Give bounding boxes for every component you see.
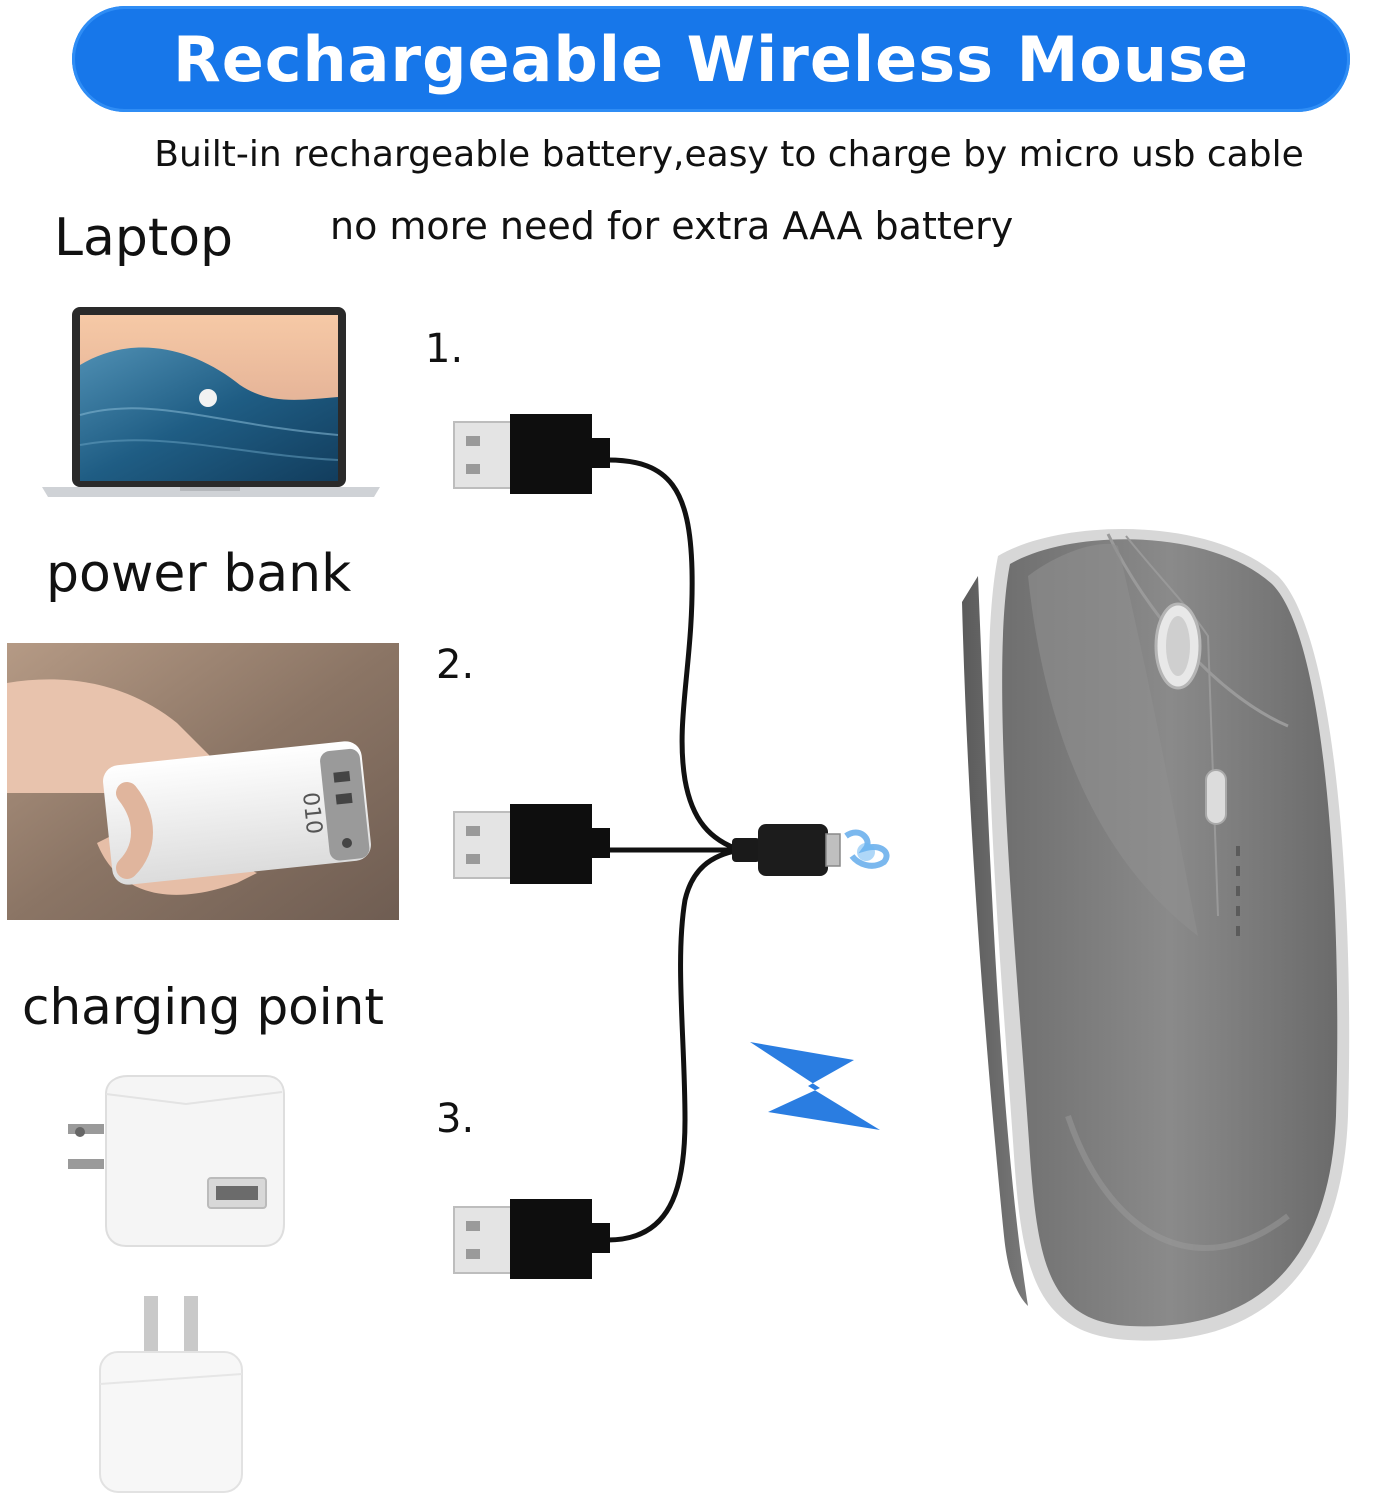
banner-title: Rechargeable Wireless Mouse xyxy=(173,22,1249,96)
description-line-2: no more need for extra AAA battery xyxy=(330,204,1014,248)
title-banner: Rechargeable Wireless Mouse xyxy=(72,6,1350,112)
charging-point-label: charging point xyxy=(22,978,384,1036)
power-bank-display: 010 xyxy=(297,791,326,835)
scroll-wheel xyxy=(1154,602,1202,690)
description-line-1: Built-in rechargeable battery,easy to ch… xyxy=(154,134,1304,175)
power-bank-label: power bank xyxy=(46,544,352,604)
laptop-label: Laptop xyxy=(54,208,234,268)
charging-spark-icon xyxy=(750,1042,880,1130)
wireless-mouse-image xyxy=(962,529,1350,1341)
step-1-label: 1. xyxy=(425,326,464,372)
step-3-label: 3. xyxy=(436,1096,475,1142)
laptop-image xyxy=(42,307,380,497)
usb-connector-3 xyxy=(453,1199,610,1279)
micro-usb-plug xyxy=(732,824,890,876)
power-bank-image: 010 xyxy=(7,643,399,920)
usb-connector-2 xyxy=(453,804,610,884)
us-wall-charger-image xyxy=(68,1075,285,1247)
usb-cable-diagram xyxy=(453,414,890,1279)
step-2-label: 2. xyxy=(436,642,475,688)
usb-connector-1 xyxy=(453,414,610,494)
cn-wall-charger-image xyxy=(99,1296,243,1493)
